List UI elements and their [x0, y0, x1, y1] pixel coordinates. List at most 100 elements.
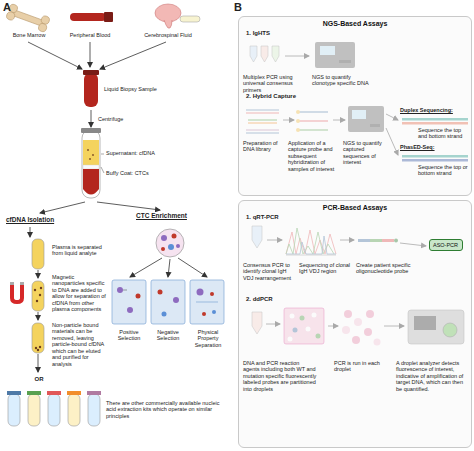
caption-text: Physical Property Separation	[188, 329, 228, 348]
section-heading: PCR-Based Assays	[239, 204, 471, 211]
selection-boxes-part	[127, 307, 133, 313]
selection-boxes-part	[197, 289, 204, 296]
panel-letter: B	[234, 1, 248, 14]
ctc-enrichment-icon-part	[176, 244, 180, 248]
kit-tubes-part	[8, 394, 20, 426]
caption-text: Bone Marrow	[2, 32, 56, 38]
step-heading: 2. Hybrid Capture	[246, 93, 336, 100]
centrifuged-tube-part	[83, 169, 99, 195]
kit-tubes-part	[68, 394, 80, 426]
box-label: ASO-PCR	[433, 242, 459, 248]
caption-text: Buffy Coat: CTCs	[106, 170, 178, 176]
caption-text: Negative Selection	[148, 329, 188, 342]
arrows-a-part	[38, 270, 39, 278]
selection-boxes-part	[196, 302, 218, 303]
cfdna-tubes-part	[20, 282, 24, 285]
csf-icon-part	[180, 16, 200, 22]
liquid-biopsy-tube-part	[84, 73, 98, 107]
cfdna-tubes-part	[10, 282, 14, 285]
arrows-a-part	[30, 227, 31, 237]
blood-tube-icon-part	[104, 12, 113, 22]
arrows-a-part	[91, 110, 92, 127]
arrows-a-part	[38, 354, 39, 372]
bone-icon	[6, 3, 51, 32]
bone-icon-part	[37, 22, 47, 32]
arrows-a-part	[90, 42, 91, 67]
csf-icon	[155, 4, 200, 28]
step-heading: 1. IgHTS	[246, 30, 316, 37]
ctc-enrichment-icon-part	[161, 247, 165, 251]
selection-boxes-part	[212, 310, 216, 314]
ctc-enrichment-icon-part	[168, 244, 174, 250]
step-heading: OR	[28, 376, 50, 383]
ctc-enrichment-icon-part	[156, 229, 184, 257]
selection-boxes-part	[117, 287, 123, 293]
step-heading: CTC Enrichment	[136, 212, 212, 220]
caption-text: Create patient specific oligonucleotide …	[356, 262, 414, 275]
caption-text: PCR is run in each droplet	[334, 360, 388, 373]
cfdna-tubes-part	[34, 289, 36, 291]
centrifuged-tube-part	[87, 149, 89, 151]
kit-tubes-part	[27, 391, 41, 395]
caption-text: Consensus PCR to identify clonal IgH VDJ…	[243, 262, 295, 281]
cfdna-tubes-part	[39, 346, 41, 348]
caption-text: NGS to quantify clonotype specific DNA	[312, 74, 374, 87]
csf-icon-part	[155, 4, 181, 22]
cfdna-tubes-part	[10, 284, 24, 304]
arrows-a-part	[97, 202, 160, 210]
step-heading: 2. ddPCR	[246, 296, 316, 303]
caption-text: Liquid Biopsy Sample	[104, 86, 168, 92]
step-heading: cfDNA Isolation	[6, 216, 70, 224]
caption-text: Multiplex PCR using universal consensus …	[243, 74, 305, 93]
section-heading: NGS-Based Assays	[239, 20, 471, 27]
selection-boxes-part	[210, 292, 214, 296]
selection-boxes-part	[173, 297, 179, 303]
kit-tubes	[7, 391, 101, 426]
ctc-enrichment-icon-part	[161, 235, 167, 241]
centrifuged-tube	[81, 128, 104, 198]
caption-text: Sequence the top and bottom strand	[418, 127, 470, 140]
centrifuged-tube-part	[83, 140, 99, 165]
caption-text: Cerebrospinal Fluid	[126, 32, 210, 38]
step-heading: Duplex Sequencing:	[400, 107, 470, 113]
liquid-biopsy-tube-part	[83, 70, 99, 75]
kit-tubes-part	[48, 394, 60, 426]
selection-boxes-part	[123, 290, 127, 291]
kit-tubes-part	[47, 391, 61, 395]
centrifuged-tube-part	[92, 154, 94, 156]
blood-tube-icon-part	[70, 13, 106, 21]
caption-text: A droplet analyzer detects fluorescence …	[396, 360, 468, 392]
caption-text: Magnetic nanoparticles specific to DNA a…	[52, 274, 108, 313]
kit-tubes-part	[87, 391, 101, 395]
caption-text: Sequencing of clonal IgH VDJ region	[299, 262, 351, 275]
caption-text: Plasma is separated from liquid analyte	[52, 244, 108, 257]
caption-text: Supernatant: cfDNA	[106, 150, 178, 156]
cfdna-tubes-part	[35, 347, 37, 349]
centrifuged-tube-part	[89, 158, 91, 160]
liquid-biopsy-tube	[83, 70, 99, 107]
ctc-enrichment-icon-part	[172, 234, 177, 239]
caption-text: NGS to quantify captured sequences of in…	[343, 140, 391, 166]
ctc-enrichment-icon	[156, 229, 184, 257]
caption-text: Centrifuge	[98, 116, 148, 122]
selection-boxes-part	[158, 290, 163, 295]
cfdna-tubes-part	[36, 300, 38, 302]
section-box: PCR-Based AssaysASO-PCR	[238, 200, 472, 448]
blood-tube-icon	[70, 12, 113, 22]
panel-letter: A	[3, 1, 17, 14]
cfdna-tubes	[10, 239, 44, 353]
cfdna-tubes-part	[32, 239, 44, 269]
cfdna-tubes-part	[40, 287, 42, 289]
probe-box: ASO-PCR	[429, 239, 463, 251]
caption-text: Preparation of DNA library	[243, 140, 285, 153]
arrows-a-part	[28, 42, 82, 69]
caption-text: Non-particle bound materials can be remo…	[52, 322, 108, 367]
selection-boxes-part	[162, 312, 167, 317]
arrows-a	[28, 42, 207, 372]
caption-text: Application of a capture probe and subse…	[288, 140, 340, 172]
caption-text: There are other commercially available n…	[106, 400, 224, 419]
centrifuged-tube-part	[82, 130, 100, 198]
cfdna-tubes-part	[39, 294, 41, 296]
selection-boxes-part	[136, 294, 141, 299]
bone-icon-part	[12, 10, 44, 27]
